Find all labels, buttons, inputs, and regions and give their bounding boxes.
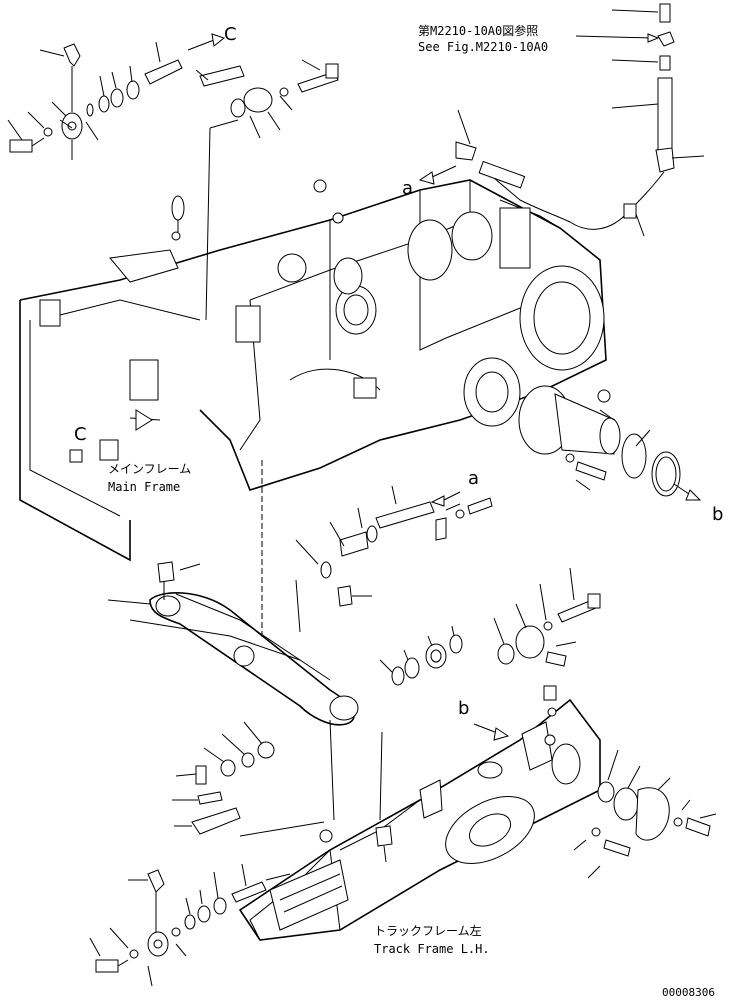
callout-a-mid: a xyxy=(468,468,480,489)
drawing-number: 00008306 xyxy=(662,986,715,999)
right-cap-assembly xyxy=(379,567,601,686)
main-frame-label-jp: メインフレーム xyxy=(108,462,192,476)
main-frame-label-en: Main Frame xyxy=(108,480,181,494)
callout-arrows xyxy=(418,165,510,741)
callout-a-upper: a xyxy=(402,178,414,199)
callout-c-top: C xyxy=(224,24,237,45)
lower-right-cover xyxy=(573,749,717,879)
middle-pin-assembly xyxy=(295,485,493,633)
callout-b-right: b xyxy=(712,504,724,525)
equalizer-bar xyxy=(107,561,372,726)
callout-b-lower: b xyxy=(458,698,470,719)
track-frame-label-en: Track Frame L.H. xyxy=(374,942,490,956)
reference-fig-en: See Fig.M2210-10A0 xyxy=(418,40,549,54)
upper-middle-pin-cap xyxy=(195,59,339,321)
upper-left-pin-assembly xyxy=(7,33,226,160)
grease-line-assembly xyxy=(455,3,705,237)
reference-fig-jp: 第M2210-10A0図参照 xyxy=(418,24,539,38)
callout-c-left: C xyxy=(74,424,87,445)
lower-left-pin-assembly xyxy=(89,863,291,987)
right-spindle-assembly xyxy=(518,385,702,501)
track-frame-lh xyxy=(238,685,601,941)
track-frame-label-jp: トラックフレーム左 xyxy=(374,924,482,938)
lower-left-fasteners xyxy=(172,721,275,835)
main-frame xyxy=(19,179,607,640)
